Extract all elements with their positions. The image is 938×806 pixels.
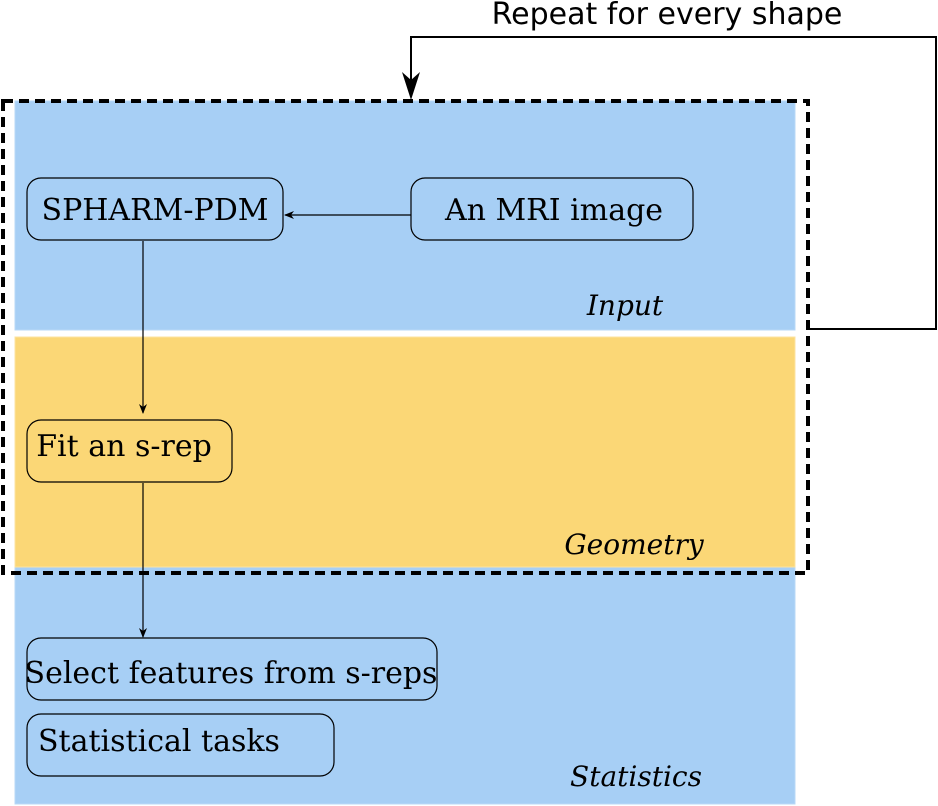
fit-node-label: Fit an s-rep <box>36 429 212 464</box>
loop-label: Repeat for every shape <box>492 0 843 32</box>
select-features-node-label: Select features from s-reps <box>25 656 438 691</box>
spharm-node: SPHARM-PDM <box>26 177 284 241</box>
mri-node-label: An MRI image <box>444 193 663 228</box>
statistical-tasks-node: Statistical tasks <box>26 713 335 777</box>
input-panel-label: Input <box>586 289 664 322</box>
repeat-loop-arrow <box>410 36 937 330</box>
select-features-node: Select features from s-reps <box>25 637 438 701</box>
repeat-loop-arrowhead <box>402 72 420 100</box>
mri-node: An MRI image <box>410 177 694 241</box>
geometry-panel-label: Geometry <box>564 528 705 561</box>
repeat-loop-box <box>1 99 810 575</box>
fit-node: Fit an s-rep <box>26 419 233 483</box>
statistical-tasks-node-label: Statistical tasks <box>38 724 280 759</box>
spharm-node-label: SPHARM-PDM <box>42 193 269 228</box>
statistics-panel-label: Statistics <box>570 760 702 793</box>
